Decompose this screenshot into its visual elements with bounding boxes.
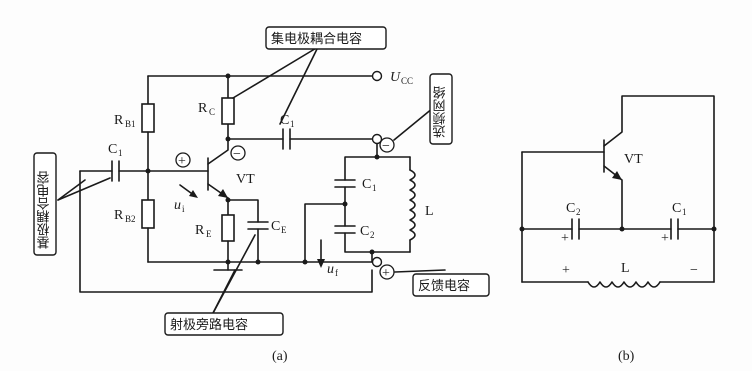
caption-a: (a) [272,349,288,364]
l-b-inductor [587,281,661,288]
rb1-resistor [141,103,155,133]
tank-bottom-terminal [371,256,383,268]
c1-input-label: C [108,142,117,157]
ui-label: u [174,198,181,213]
svg-text:C: C [209,107,215,117]
circuit-a: + − − + R B1 R B2 R C R E C 1 C 1 C E C … [33,26,490,364]
l-b-label: L [621,261,630,276]
svg-text:+: + [561,231,569,246]
minus-label: − [233,147,241,162]
feedback-cap-leader [394,269,446,273]
c1-tank-label: C [362,177,371,192]
caption-b: (b) [618,349,635,364]
svg-text:−: − [690,263,698,278]
ce-label: C [271,219,280,234]
c2-b-capacitor [571,218,580,240]
svg-text:选频网络: 选频网络 [433,86,449,138]
base-coupling-callout [33,152,57,256]
vt-b-label: VT [624,152,643,167]
c2-tank-capacitor [334,225,356,234]
minus-marker-tank [379,137,395,153]
vcc-terminal [371,70,383,82]
svg-text:B2: B2 [125,214,136,224]
svg-text:+: + [562,263,570,278]
base-coupling-leader [57,179,86,201]
c1-b-capacitor [670,218,679,240]
c1-b-label: C [672,201,681,216]
l-label: L [425,204,434,219]
emitter-arrow-icon [218,189,228,198]
rb2-label: R [114,208,124,223]
c2-b-label: C [566,201,575,216]
svg-text:1: 1 [372,183,377,193]
svg-text:1: 1 [118,148,123,158]
svg-text:E: E [281,225,287,235]
c1-collector-label: C [280,113,289,128]
circuit-b: VT C 2 C 1 + + L + − (b) [519,95,717,364]
c1-tank-capacitor [334,179,356,188]
re-label: R [195,223,205,238]
c1-collector-capacitor [282,128,291,150]
svg-text:1: 1 [290,119,295,129]
collector-coupling-callout [265,26,387,50]
plus-label: + [178,154,186,169]
svg-text:2: 2 [576,207,581,217]
svg-text:2: 2 [370,230,375,240]
frequency-select-callout [429,73,453,145]
svg-text:射极旁路电容: 射极旁路电容 [170,317,248,333]
svg-text:E: E [206,229,212,239]
uf-label: u [327,262,334,277]
emitter-arrow-b-icon [612,171,622,180]
svg-text:基极耦合电容: 基极耦合电容 [37,170,53,249]
plus-marker-feedback [379,264,395,280]
svg-text:f: f [335,268,338,278]
svg-text:集电极耦合电容: 集电极耦合电容 [271,31,362,47]
c2-tank-label: C [360,224,369,239]
emitter-bypass-callout [164,312,284,336]
rb2-resistor [141,199,155,229]
rc-resistor [221,97,235,125]
svg-text:反馈电容: 反馈电容 [418,278,470,294]
svg-text:CC: CC [401,76,413,86]
svg-text:1: 1 [682,207,687,217]
svg-text:+: + [661,231,669,246]
svg-text:i: i [182,204,185,214]
l-inductor [409,169,416,241]
plus-marker-base [175,152,191,168]
svg-text:B1: B1 [125,119,136,129]
re-resistor [221,214,235,242]
minus-label-tank: − [382,139,390,154]
frequency-select-leader [393,107,434,141]
plus-label-feedback: + [382,266,390,281]
collector-coupling-leader [279,46,319,125]
minus-marker-collector [230,145,246,161]
vt-label: VT [236,172,255,187]
ce-capacitor [247,221,269,230]
rc-label: R [198,101,208,116]
ucc-label: U [390,70,401,85]
rb1-label: R [114,113,124,128]
c1-input-capacitor [111,160,120,182]
feedback-cap-callout [412,273,490,297]
